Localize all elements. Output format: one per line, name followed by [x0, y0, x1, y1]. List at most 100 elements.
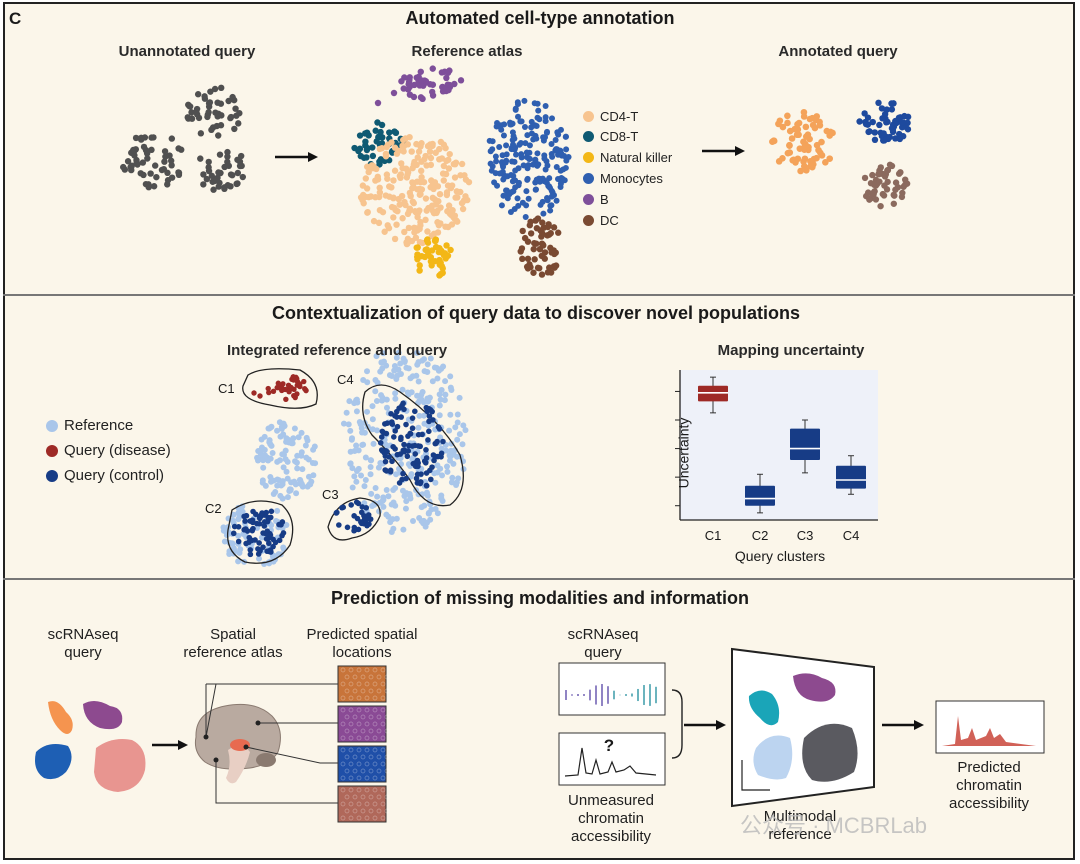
cell-dot — [413, 244, 420, 251]
cell-dot — [231, 125, 238, 133]
cell-dot — [292, 481, 299, 488]
blob-blue — [35, 744, 72, 780]
arrow-to-brain — [152, 740, 188, 750]
question-mark: ? — [603, 736, 615, 755]
arrow-to-multimodal — [684, 720, 726, 730]
cell-dot — [442, 378, 449, 385]
cell-dot — [880, 130, 887, 137]
cell-dot — [899, 133, 907, 140]
tile-pattern — [352, 688, 358, 694]
cell-dot — [418, 158, 425, 165]
cell-dot — [234, 169, 242, 177]
cell-dot — [423, 237, 431, 244]
cell-dot — [373, 165, 380, 173]
cell-dot — [353, 468, 360, 475]
cell-dot — [544, 162, 551, 169]
query-control-c3 — [333, 499, 374, 534]
tile-pattern — [380, 801, 386, 807]
cell-dot — [215, 169, 222, 176]
cell-dot — [276, 537, 283, 544]
cell-dot — [388, 373, 395, 380]
mm-blob-light — [753, 735, 793, 780]
tile-pattern — [364, 707, 370, 713]
unannotated-query-label: Unannotated query — [118, 43, 256, 60]
cell-dot — [403, 240, 411, 248]
legend-item-cd4t: CD4-T — [583, 109, 638, 124]
section-divider-2 — [3, 578, 1075, 580]
legend-item-b: B — [583, 192, 609, 207]
cell-dot — [235, 516, 242, 523]
cell-dot — [221, 163, 228, 171]
cell-dot — [392, 428, 398, 434]
tile-pattern — [340, 801, 346, 807]
cell-dot — [218, 84, 225, 92]
cell-dot — [443, 157, 450, 165]
cell-dot — [865, 189, 872, 196]
cell-dot — [218, 112, 225, 119]
cell-dot — [283, 396, 289, 402]
cell-dot — [898, 193, 906, 201]
x-tick-c4: C4 — [842, 528, 860, 543]
cell-dot — [145, 184, 152, 191]
cell-dot — [414, 392, 421, 399]
cell-dot — [393, 471, 400, 478]
cell-dot — [367, 464, 374, 471]
cell-dot — [333, 510, 340, 516]
cell-dot — [259, 479, 266, 486]
cell-dot — [441, 250, 449, 257]
tile-pattern — [360, 754, 366, 760]
box-body — [745, 485, 775, 506]
cell-dot — [168, 174, 176, 181]
tile-pattern — [340, 667, 346, 673]
cell-dot — [402, 135, 409, 142]
tile-pattern — [344, 728, 350, 734]
cell-dot — [364, 379, 371, 386]
cell-dot — [242, 518, 248, 524]
cell-dot — [538, 271, 546, 278]
tile-pattern — [356, 695, 362, 701]
cell-dot — [249, 537, 255, 544]
ref-cluster-dc — [517, 215, 562, 278]
cell-dot — [413, 140, 420, 148]
spatial-location-tile-2 — [337, 705, 390, 743]
cell-dot — [233, 112, 240, 119]
cell-dot — [283, 521, 290, 528]
cell-dot — [439, 170, 447, 177]
cell-dot — [130, 146, 137, 154]
cell-dot — [406, 83, 413, 91]
cell-dot — [351, 524, 358, 531]
cell-dot — [401, 198, 408, 206]
cell-dot — [560, 166, 567, 173]
cell-dot — [524, 132, 531, 139]
cell-dot — [409, 425, 416, 432]
cell-dot — [400, 526, 407, 533]
cell-dot — [550, 192, 557, 199]
tile-pattern — [360, 688, 366, 694]
arrow-head — [178, 740, 188, 750]
cell-dot — [520, 162, 527, 169]
cell-dot — [258, 447, 265, 454]
cell-dot — [345, 421, 352, 428]
cell-dot — [194, 91, 202, 98]
cell-dot — [429, 194, 436, 202]
cell-dot — [390, 486, 397, 493]
cell-dot — [400, 143, 408, 150]
cell-dot — [553, 146, 560, 153]
cell-dot — [225, 97, 232, 105]
ref-cluster-cd8t — [351, 119, 407, 168]
cell-dot — [515, 165, 522, 172]
cell-dot — [515, 182, 522, 189]
tile-pattern — [364, 667, 370, 673]
cell-dot — [422, 523, 429, 530]
cell-dot — [536, 178, 543, 185]
tile-pattern — [368, 808, 374, 814]
cell-dot — [442, 223, 449, 230]
annotated-cluster-cd4t — [769, 108, 836, 175]
tile-pattern — [356, 721, 362, 727]
cell-dot — [398, 436, 404, 443]
cell-dot — [779, 123, 787, 131]
cell-dot — [294, 452, 301, 459]
cell-dot — [139, 159, 147, 166]
cluster-label-c1: C1 — [218, 381, 235, 396]
cell-dot — [406, 74, 413, 81]
